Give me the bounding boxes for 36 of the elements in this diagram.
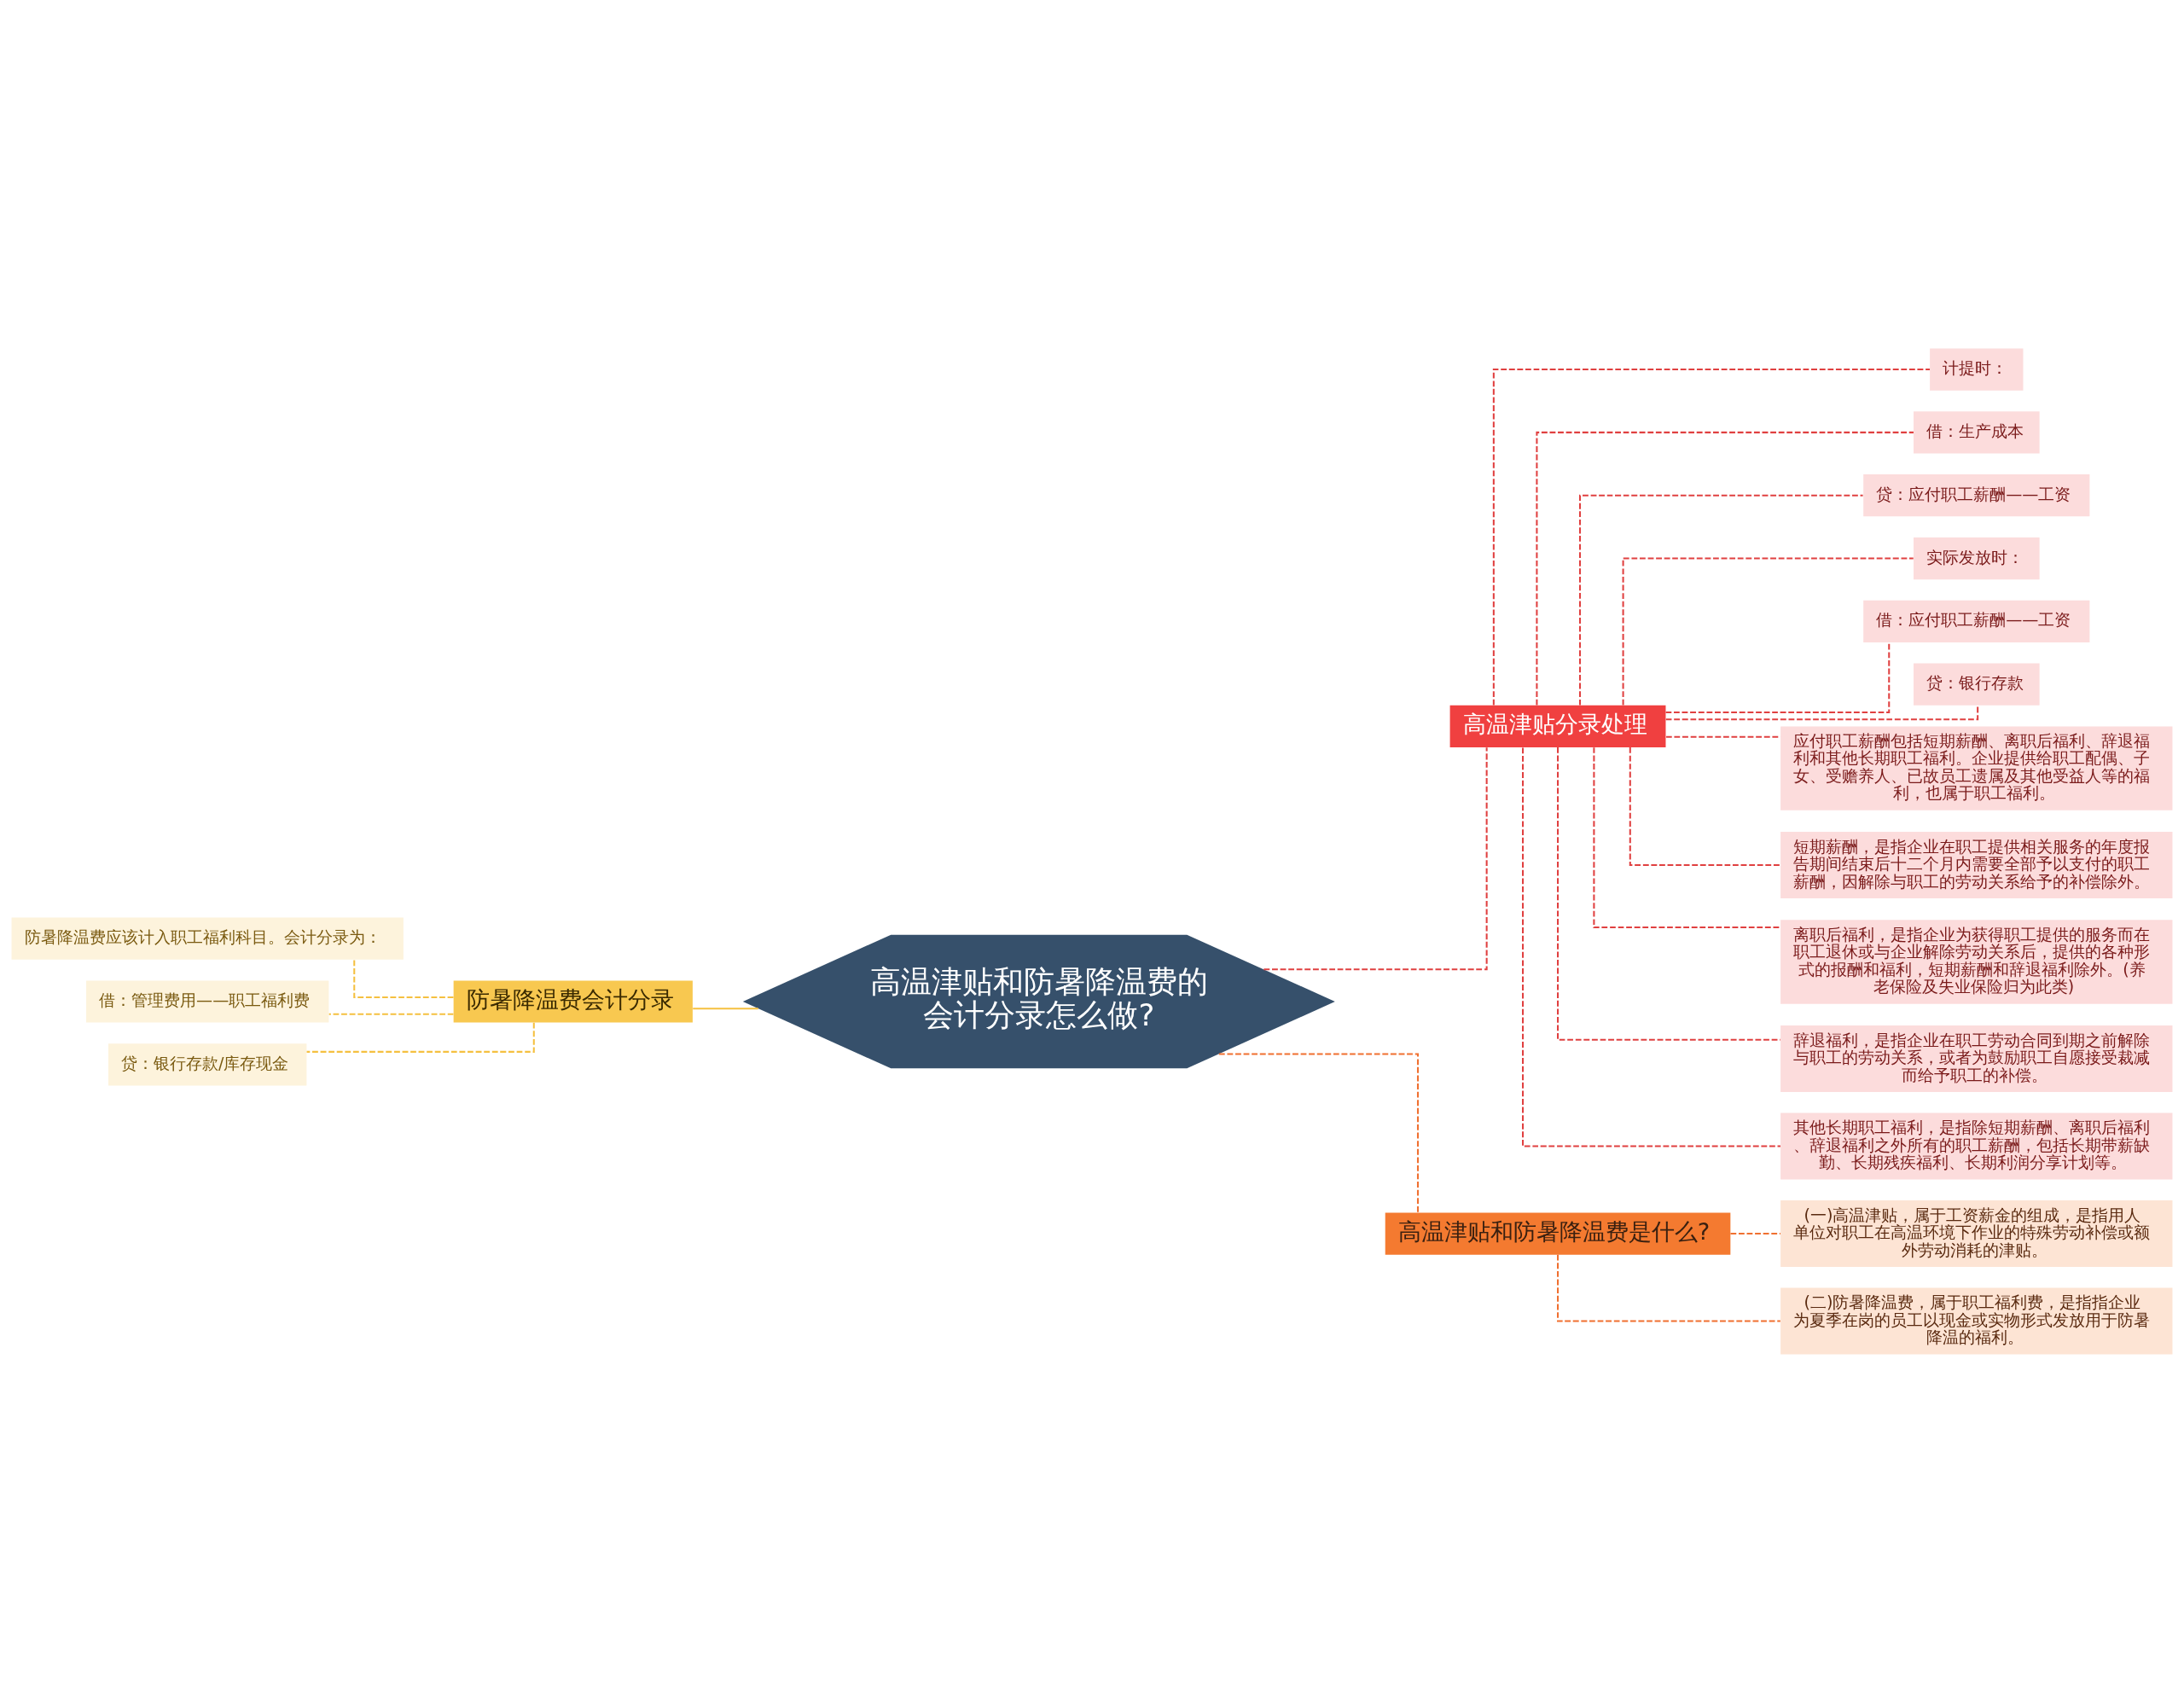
node-box: 防暑降温费应该计入职工福利科目。会计分录为：	[11, 917, 404, 960]
connector	[1730, 1232, 1780, 1234]
connector	[328, 1013, 454, 1015]
node-box: 应付职工薪酬包括短期薪酬、离职后福利、辞退福利和其他长期职工福利。企业提供给职工配偶、子女、受赡养人、已故员工遗属及其他受益人等的福利，也属于职工福利。	[1780, 725, 2173, 810]
node-box: 借：生产成本	[1914, 410, 2040, 453]
node-box: (二)防暑降温费，属于职工福利费，是指指企业为夏季在岗的员工以现金或实物形式发放用于防暑降温的福利。	[1780, 1287, 2173, 1355]
connector	[353, 959, 454, 998]
node-box: 计提时：	[1930, 347, 2024, 391]
connector	[1557, 746, 1780, 1041]
node-box: 离职后福利，是指企业为获得职工提供的服务而在职工退休或与企业解除劳动关系后，提供的各种形式的报酬和福利，短期薪酬和辞退福利除外。(养老保险及失业保险归为此类)	[1780, 919, 2173, 1004]
connector	[1536, 431, 1914, 706]
connector	[1218, 1052, 1419, 1212]
connector	[1492, 368, 1930, 705]
node-box: 实际发放时：	[1914, 537, 2040, 579]
connector	[1622, 557, 1914, 705]
connector	[1522, 746, 1781, 1147]
node-box: 其他长期职工福利，是指除短期薪酬、离职后福利、辞退福利之外所有的职工薪酬，包括长期带薪缺勤、长期残疾福利、长期利润分享计划等。	[1780, 1112, 2173, 1179]
node-box: (一)高温津贴，属于工资薪金的组成，是指用人单位对职工在高温环境下作业的特殊劳动补偿或额外劳动消耗的津贴。	[1780, 1200, 2173, 1267]
connector	[1665, 642, 1891, 713]
connector	[1629, 746, 1781, 866]
connector	[1579, 494, 1863, 705]
node-box: 防暑降温费会计分录	[453, 979, 693, 1023]
node-box: 借：应付职工薪酬——工资	[1863, 600, 2090, 642]
node-box: 借：管理费用——职工福利费	[86, 979, 329, 1023]
node-box: 辞退福利，是指企业在职工劳动合同到期之前解除与职工的劳动关系，或者为鼓励职工自愿接受裁减而给予职工的补偿。	[1780, 1025, 2173, 1092]
node-box: 高温津贴和防暑降温费是什么?	[1385, 1211, 1731, 1255]
connector	[306, 1022, 535, 1053]
connector	[693, 1007, 758, 1009]
connector	[1557, 1254, 1780, 1322]
node-box: 贷：银行存款	[1914, 663, 2040, 706]
connector	[1593, 746, 1780, 928]
node-box: 短期薪酬，是指企业在职工提供相关服务的年度报告期间结束后十二个月内需要全部予以支付的职工薪酬，因解除与职工的劳动关系给予的补偿除外。	[1780, 831, 2173, 898]
connector	[1263, 746, 1488, 970]
node-box: 贷：银行存款/库存现金	[108, 1043, 307, 1085]
node-box: 贷：应付职工薪酬——工资	[1863, 473, 2090, 516]
node-box: 高温津贴分录处理	[1449, 705, 1666, 747]
